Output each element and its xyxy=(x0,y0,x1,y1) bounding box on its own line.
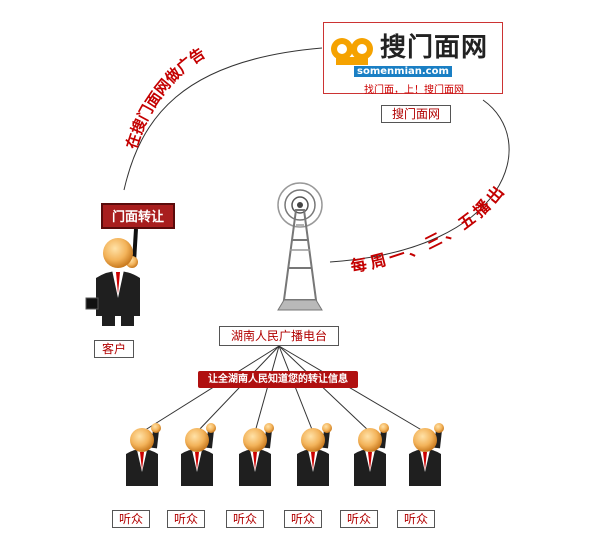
listener-figure-icon xyxy=(126,423,161,486)
advertise-caption: 在搜门面网做广告 xyxy=(123,44,209,151)
station-label: 湖南人民广播电台 xyxy=(219,326,339,346)
logo-domain: somenmian.com xyxy=(354,66,452,77)
listener-label: 听众 xyxy=(112,510,150,528)
logo-mark-icon xyxy=(331,38,373,65)
customer-sign: 门面转让 xyxy=(101,203,175,229)
site-logo-panel[interactable]: 搜门面网 somenmian.com 找门面，上！搜门面网 xyxy=(323,22,503,96)
listener-figure-icon xyxy=(239,423,274,486)
radio-tower-icon xyxy=(277,182,323,311)
listener-label: 听众 xyxy=(167,510,205,528)
listener-label: 听众 xyxy=(340,510,378,528)
site-label: 搜门面网 xyxy=(381,105,451,123)
listener-figure-icon xyxy=(297,423,332,486)
fanout-lines xyxy=(141,345,426,433)
listener-label: 听众 xyxy=(284,510,322,528)
listener-label: 听众 xyxy=(226,510,264,528)
listener-figure-icon xyxy=(409,423,444,486)
logo-slogan: 找门面，上！搜门面网 xyxy=(364,85,464,96)
reach-banner: 让全湖南人民知道您的转让信息 xyxy=(198,371,358,388)
listener-label: 听众 xyxy=(397,510,435,528)
site-to-tower-arc xyxy=(329,99,510,263)
customer-to-site-arc xyxy=(123,47,323,191)
customer-figure-icon xyxy=(85,228,140,326)
logo-text: 搜门面网 xyxy=(380,33,489,63)
listener-figure-icon xyxy=(181,423,216,486)
broadcast-caption: 每周一、三、五播出 xyxy=(349,179,510,276)
listener-figure-icon xyxy=(354,423,389,486)
customer-label: 客户 xyxy=(94,340,134,358)
